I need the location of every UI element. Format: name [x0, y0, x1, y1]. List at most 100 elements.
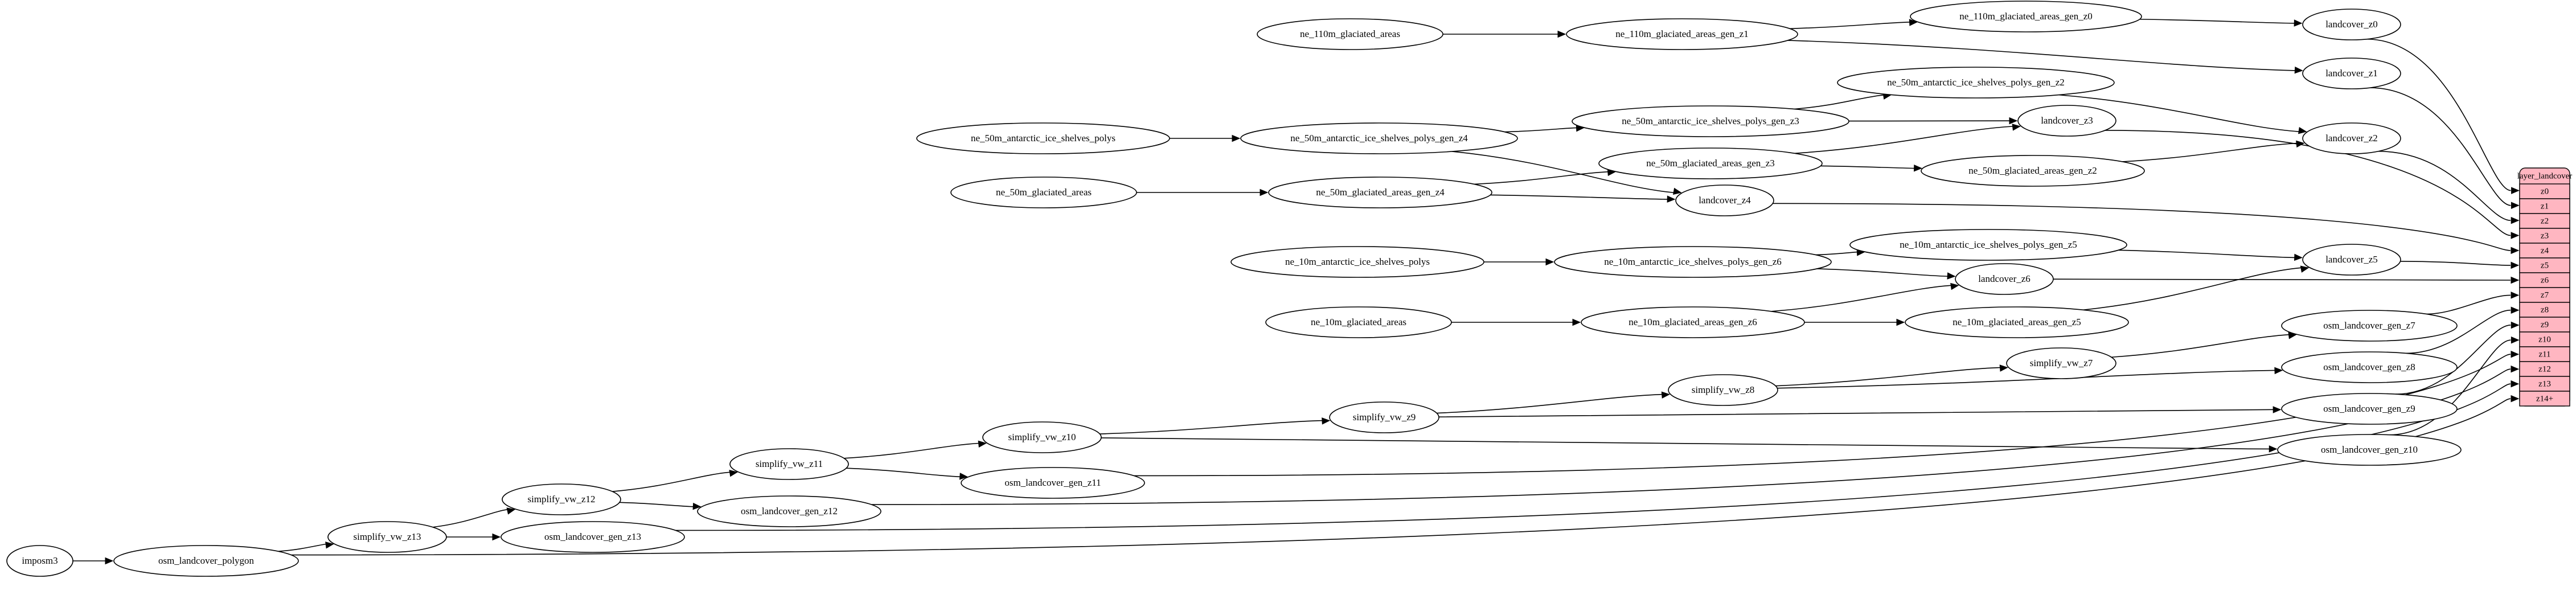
- table-row-z7[interactable]: [2519, 287, 2570, 303]
- node-simplify_vw_z11[interactable]: simplify_vw_z11: [729, 448, 849, 480]
- arrow-head-icon: [1322, 417, 1331, 425]
- arrow-head-icon: [2511, 276, 2520, 284]
- edge-ne_10m_antarctic_ice_shelves_polys_gen_z6-to-ne_10m_antarctic_ice_shelves_polys_gen_z5: [1815, 251, 1858, 256]
- node-simplify_vw_z12[interactable]: simplify_vw_z12: [502, 483, 621, 515]
- table-row-z2[interactable]: [2519, 213, 2570, 229]
- node-landcover_z4[interactable]: landcover_z4: [1675, 184, 1774, 216]
- node-imposm3[interactable]: imposm3: [6, 545, 73, 577]
- node-ne_10m_glaciated_areas[interactable]: ne_10m_glaciated_areas: [1265, 306, 1452, 338]
- edge-ne_50m_glaciated_areas_gen_z2-to-landcover_z2: [2122, 142, 2298, 162]
- arrow-head-icon: [1232, 134, 1241, 142]
- node-osm_landcover_gen_z9[interactable]: osm_landcover_gen_z9: [2281, 393, 2458, 425]
- layer-landcover-table[interactable]: layer_landcoverz0z1z2z3z4z5z6z7z8z9z10z1…: [2517, 167, 2573, 407]
- node-ne_10m_antarctic_ice_shelves_polys[interactable]: ne_10m_antarctic_ice_shelves_polys: [1230, 246, 1484, 278]
- node-label: ne_50m_glaciated_areas: [996, 187, 1092, 198]
- table-row-z13[interactable]: [2519, 376, 2570, 392]
- arrow-head-icon: [2511, 232, 2520, 239]
- node-ne_110m_glaciated_areas[interactable]: ne_110m_glaciated_areas: [1257, 18, 1443, 50]
- arrow-head-icon: [2511, 261, 2520, 269]
- node-ne_50m_glaciated_areas_gen_z3[interactable]: ne_50m_glaciated_areas_gen_z3: [1598, 147, 1823, 179]
- arrow-head-icon: [1557, 30, 1566, 38]
- node-ne_50m_antarctic_ice_shelves_polys_gen_z4[interactable]: ne_50m_antarctic_ice_shelves_polys_gen_z…: [1240, 122, 1518, 154]
- node-simplify_vw_z8[interactable]: simplify_vw_z8: [1668, 374, 1778, 406]
- node-label: landcover_z0: [2325, 19, 2378, 30]
- edge-landcover_z2-to-layer_landcover-z2: [2378, 150, 2511, 221]
- arrow-head-icon: [2511, 365, 2520, 373]
- table-row-z3[interactable]: [2519, 228, 2570, 244]
- node-landcover_z2[interactable]: landcover_z2: [2302, 122, 2401, 154]
- edge-landcover_z4-to-layer_landcover-z4: [1773, 203, 2511, 251]
- edge-osm_landcover_gen_z12-to-layer_landcover-z12: [871, 368, 2511, 505]
- node-label: simplify_vw_z10: [1008, 432, 1076, 442]
- arrow-head-icon: [506, 507, 516, 515]
- arrow-head-icon: [1896, 318, 1905, 326]
- node-label: simplify_vw_z7: [2030, 358, 2093, 368]
- table-row-z14+[interactable]: [2519, 391, 2570, 407]
- arrow-head-icon: [1260, 188, 1269, 196]
- node-simplify_vw_z9[interactable]: simplify_vw_z9: [1329, 401, 1439, 433]
- node-osm_landcover_gen_z12[interactable]: osm_landcover_gen_z12: [697, 495, 881, 527]
- arrow-head-icon: [2294, 66, 2303, 74]
- node-landcover_z6[interactable]: landcover_z6: [1955, 263, 2054, 295]
- node-landcover_z3[interactable]: landcover_z3: [2017, 105, 2116, 137]
- node-osm_landcover_gen_z8[interactable]: osm_landcover_gen_z8: [2281, 351, 2458, 383]
- arrow-head-icon: [2511, 321, 2520, 329]
- edge-simplify_vw_z10-to-simplify_vw_z9: [1100, 420, 1323, 434]
- node-osm_landcover_gen_z10[interactable]: osm_landcover_gen_z10: [2277, 434, 2462, 466]
- node-osm_landcover_gen_z13[interactable]: osm_landcover_gen_z13: [501, 521, 685, 553]
- node-osm_landcover_gen_z11[interactable]: osm_landcover_gen_z11: [961, 467, 1145, 499]
- node-label: simplify_vw_z9: [1353, 412, 1416, 423]
- table-row-label: z5: [2541, 261, 2549, 270]
- arrow-head-icon: [2511, 306, 2520, 314]
- table-row-label: z6: [2541, 276, 2549, 285]
- node-ne_110m_glaciated_areas_gen_z0[interactable]: ne_110m_glaciated_areas_gen_z0: [1910, 1, 2142, 32]
- edge-osm_landcover_gen_z10-to-layer_landcover-z10: [2389, 339, 2511, 436]
- node-ne_10m_antarctic_ice_shelves_polys_gen_z6[interactable]: ne_10m_antarctic_ice_shelves_polys_gen_z…: [1554, 246, 1832, 278]
- node-simplify_vw_z13[interactable]: simplify_vw_z13: [327, 521, 447, 553]
- arrow-head-icon: [692, 502, 702, 510]
- node-ne_50m_glaciated_areas[interactable]: ne_50m_glaciated_areas: [950, 177, 1137, 208]
- node-ne_50m_glaciated_areas_gen_z2[interactable]: ne_50m_glaciated_areas_gen_z2: [1921, 155, 2145, 187]
- arrow-head-icon: [2511, 187, 2520, 194]
- node-ne_50m_antarctic_ice_shelves_polys_gen_z3[interactable]: ne_50m_antarctic_ice_shelves_polys_gen_z…: [1572, 105, 1849, 137]
- node-osm_landcover_polygon[interactable]: osm_landcover_polygon: [113, 545, 299, 577]
- node-label: ne_10m_antarctic_ice_shelves_polys_gen_z…: [1604, 256, 1782, 267]
- node-ne_110m_glaciated_areas_gen_z1[interactable]: ne_110m_glaciated_areas_gen_z1: [1566, 18, 1798, 50]
- node-landcover_z0[interactable]: landcover_z0: [2302, 9, 2401, 40]
- table-row-label: z2: [2541, 216, 2549, 225]
- node-ne_50m_antarctic_ice_shelves_polys[interactable]: ne_50m_antarctic_ice_shelves_polys: [916, 122, 1170, 154]
- arrow-head-icon: [325, 542, 334, 549]
- edge-osm_landcover_gen_z8-to-layer_landcover-z8: [2406, 309, 2511, 354]
- node-ne_50m_antarctic_ice_shelves_polys_gen_z2[interactable]: ne_50m_antarctic_ice_shelves_polys_gen_z…: [1837, 67, 2115, 99]
- table-row-label: z0: [2541, 187, 2549, 196]
- table-row-label: z1: [2541, 202, 2549, 211]
- edge-landcover_z1-to-layer_landcover-z1: [2369, 87, 2511, 206]
- node-label: osm_landcover_gen_z12: [741, 506, 838, 516]
- node-simplify_vw_z7[interactable]: simplify_vw_z7: [2006, 347, 2116, 379]
- node-landcover_z1[interactable]: landcover_z1: [2302, 58, 2401, 89]
- node-label: simplify_vw_z12: [528, 494, 596, 505]
- node-simplify_vw_z10[interactable]: simplify_vw_z10: [982, 421, 1102, 453]
- edge-simplify_vw_z10-to-osm_landcover_gen_z10: [1101, 437, 2270, 450]
- edge-simplify_vw_z11-to-osm_landcover_gen_z11: [846, 468, 961, 478]
- table-row-z10[interactable]: [2519, 331, 2570, 347]
- node-label: landcover_z1: [2325, 68, 2378, 79]
- node-ne_10m_glaciated_areas_gen_z6[interactable]: ne_10m_glaciated_areas_gen_z6: [1581, 306, 1805, 338]
- node-osm_landcover_gen_z7[interactable]: osm_landcover_gen_z7: [2281, 310, 2458, 342]
- arrow-head-icon: [1909, 19, 1918, 26]
- table-row-z4[interactable]: [2519, 243, 2570, 259]
- table-row-z11[interactable]: [2519, 346, 2570, 362]
- arrow-head-icon: [1947, 272, 1956, 280]
- table-row-z8[interactable]: [2519, 302, 2570, 318]
- node-ne_10m_antarctic_ice_shelves_polys_gen_z5[interactable]: ne_10m_antarctic_ice_shelves_polys_gen_z…: [1849, 229, 2127, 261]
- table-row-z6[interactable]: [2519, 272, 2570, 288]
- node-landcover_z5[interactable]: landcover_z5: [2302, 244, 2401, 276]
- node-ne_50m_glaciated_areas_gen_z4[interactable]: ne_50m_glaciated_areas_gen_z4: [1268, 177, 1492, 208]
- arrow-head-icon: [492, 533, 501, 541]
- table-row-z1[interactable]: [2519, 198, 2570, 214]
- edge-ne_10m_glaciated_areas_gen_z5-to-landcover_z5: [2083, 267, 2302, 311]
- arrow-head-icon: [729, 470, 738, 477]
- node-ne_10m_glaciated_areas_gen_z5[interactable]: ne_10m_glaciated_areas_gen_z5: [1905, 306, 2129, 338]
- arrow-head-icon: [2511, 202, 2520, 210]
